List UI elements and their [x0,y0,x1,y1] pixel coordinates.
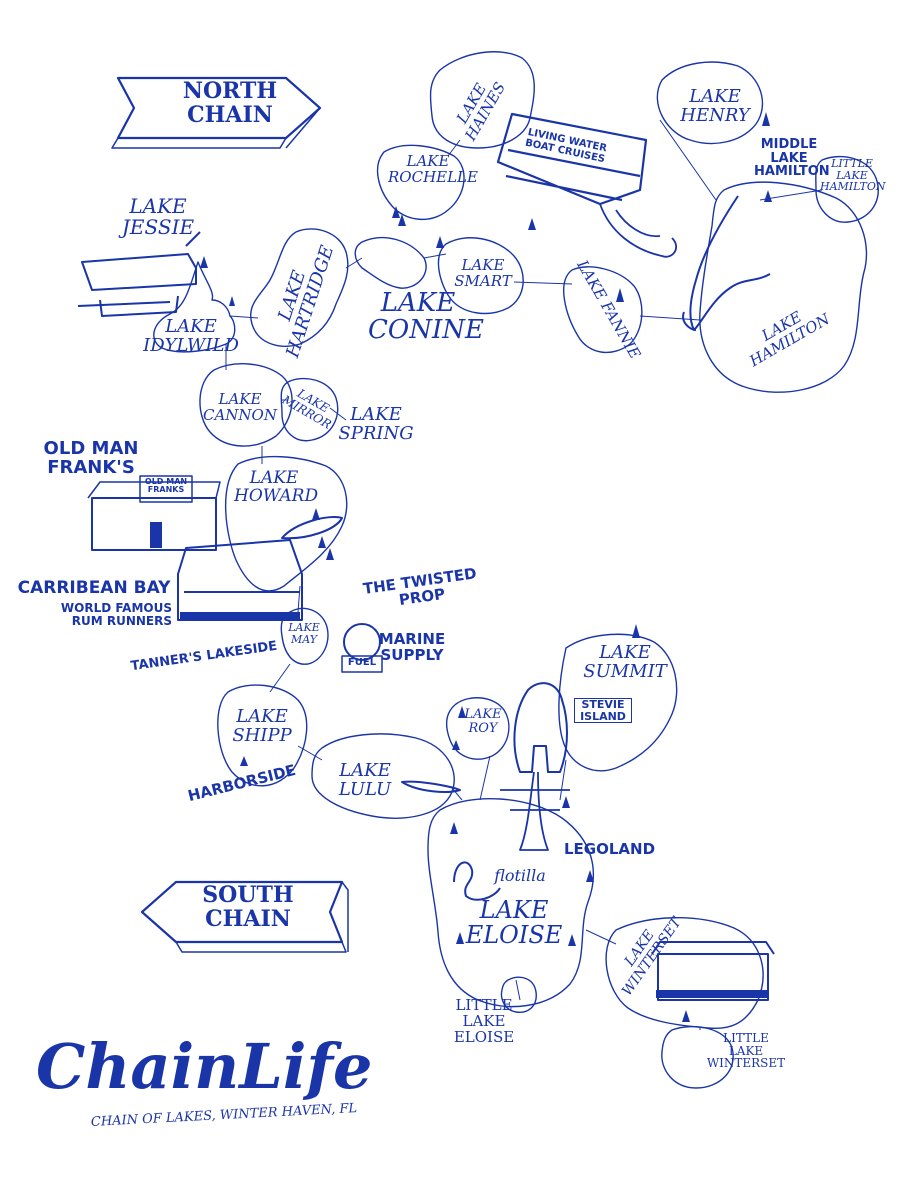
lake-rochelle-shape [376,144,465,221]
bigfoot-drawing [513,682,568,773]
carribean-bay-building [177,539,303,621]
lake-little-eloise-shape [500,976,537,1013]
lake-henry-shape [656,61,764,145]
lake-may-shape [280,607,329,665]
carribean-bay-deck [180,612,300,620]
lake-lulu-shape [311,733,455,819]
alligator-drawing [682,195,771,331]
north-sign-line2: CHAIN [187,102,273,128]
carribean-bay-label: CARRIBEAN BAY [17,578,171,598]
canal-lines [225,119,823,1030]
lake-hamilton-shape [699,181,868,393]
legoland-label: LEGOLAND [564,840,656,858]
living-water-boat [496,112,648,206]
lake-winterset-shape [605,917,764,1030]
cypress-tree-drawing [500,771,570,851]
winterset-deck [656,990,768,998]
winterset-house [651,941,775,1001]
lake-smart-shape [437,237,524,315]
south-sign-line2: CHAIN [205,906,291,932]
old-man-franks-roof [87,481,221,499]
lake-eloise-shape [427,797,595,1008]
flotilla-label: flotilla [494,866,546,885]
fuel-badge [341,655,383,673]
fuel-label: FUEL [347,657,377,668]
lake-shipp-shape [217,684,308,787]
paddleboard-drawing [281,516,343,540]
lake-roy-shape [445,697,510,760]
fuel-icon [343,623,381,661]
chainlife-logo: ChainLife [36,1030,373,1103]
lake-cannon-shape [199,363,293,447]
lake-fannie-shape [563,266,643,354]
lake-mirror-shape [280,377,339,442]
swan-drawing [453,861,501,901]
lake-hartridge-shape [250,228,349,347]
old-man-franks-door [150,522,162,548]
lake-little-hamilton-shape [815,155,879,223]
lake-haines-shape [429,51,535,149]
boat-wake [599,203,677,258]
seaplane-drawing [77,231,201,317]
old-man-franks-building [91,497,217,551]
lake-conine-shape [354,237,427,289]
south-sign-edge [175,881,349,953]
old-man-franks-sign-board [139,475,193,503]
north-sign-line1: NORTH [182,78,278,104]
lake-howard-shape [224,455,348,592]
kayak-drawing [401,780,461,793]
lake-little-winterset-shape [661,1025,734,1089]
north-sign-edge [111,107,321,149]
lake-summit-shape [558,633,678,772]
south-sign-line1: SOUTH [202,882,294,908]
